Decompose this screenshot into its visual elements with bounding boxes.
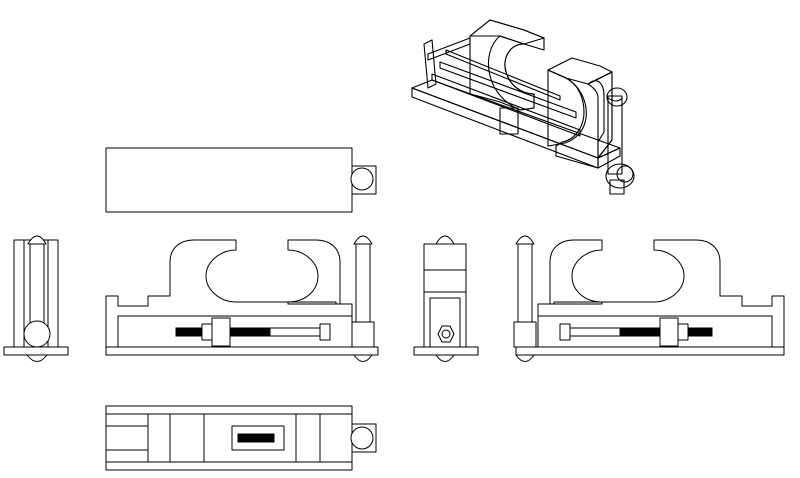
front-view-base-plate <box>105 346 379 356</box>
iso-knob-face <box>616 165 634 183</box>
front-view-screw-mid <box>229 327 271 337</box>
back-view-screw-mid <box>619 327 661 337</box>
iso-fixed-jaw-side <box>547 69 613 169</box>
left-view-handle-cap <box>27 235 47 245</box>
back-view-handle-end <box>515 354 535 362</box>
iso-moving-jaw-block <box>499 107 519 135</box>
iso-knob-neck <box>609 179 625 195</box>
iso-rails <box>423 37 581 137</box>
back-view-base-plate <box>515 346 785 356</box>
side-view-nut-hole <box>441 329 451 339</box>
back-view-screw-right <box>687 327 713 337</box>
bottom-view-handle-circle <box>350 426 374 450</box>
back-view-nut <box>677 323 689 341</box>
iso-rail-lower <box>431 73 581 137</box>
iso-fixed-jaw-face <box>587 71 613 159</box>
front-view-jaw-block <box>211 317 231 347</box>
left-view-base <box>3 346 69 356</box>
iso-fixed-jaw-top <box>547 57 613 85</box>
iso-base-plate <box>411 79 621 169</box>
isometric-view <box>411 19 635 195</box>
top-view <box>105 147 377 213</box>
iso-moving-jaw-front <box>487 35 535 111</box>
bottom-view-screw <box>237 433 275 443</box>
left-view-knob <box>23 320 51 348</box>
back-view-jaw-block <box>659 317 679 347</box>
front-view-screw-head <box>319 323 331 341</box>
iso-fixed-jaw-front <box>547 69 587 147</box>
side-view-handle-cap <box>435 235 455 245</box>
front-view-handle-cap <box>353 235 373 245</box>
front-view-nut <box>201 323 213 341</box>
iso-rear-post <box>423 39 437 89</box>
iso-handle-cap <box>606 87 628 107</box>
top-view-handle-circle <box>350 167 374 191</box>
front-view-handle-end <box>353 354 373 362</box>
side-view-base <box>413 346 479 356</box>
iso-guide-rod-2 <box>445 49 561 101</box>
front-view-handle-collar <box>351 321 375 348</box>
front-view-screw-plain <box>269 327 321 337</box>
back-view-handle-collar <box>513 321 537 348</box>
front-view-screw-left <box>175 327 203 337</box>
bottom-view <box>105 405 377 471</box>
side-view-bottom-cap <box>435 354 455 362</box>
iso-base-side <box>597 147 621 169</box>
back-view-handle-cap <box>515 235 535 245</box>
bottom-view-body <box>105 405 353 471</box>
top-view-body <box>105 147 353 213</box>
right-side-view <box>413 235 479 362</box>
iso-moving-jaw <box>469 19 545 135</box>
iso-handle <box>605 87 635 195</box>
front-view <box>105 235 379 362</box>
iso-moving-jaw-face <box>469 19 545 45</box>
left-view <box>3 235 69 362</box>
iso-base-top <box>411 79 621 159</box>
side-view-upper-block <box>423 243 467 293</box>
back-view <box>513 235 785 362</box>
iso-guide-rod <box>439 61 577 119</box>
left-view-knob-bottom <box>26 354 48 362</box>
iso-handle-cap-edge <box>607 97 623 102</box>
back-view-screw-plain <box>569 327 621 337</box>
iso-handle-shaft <box>607 95 623 175</box>
back-view-screw-head <box>559 323 571 341</box>
iso-fixed-jaw <box>547 57 613 169</box>
iso-knob <box>605 163 635 189</box>
